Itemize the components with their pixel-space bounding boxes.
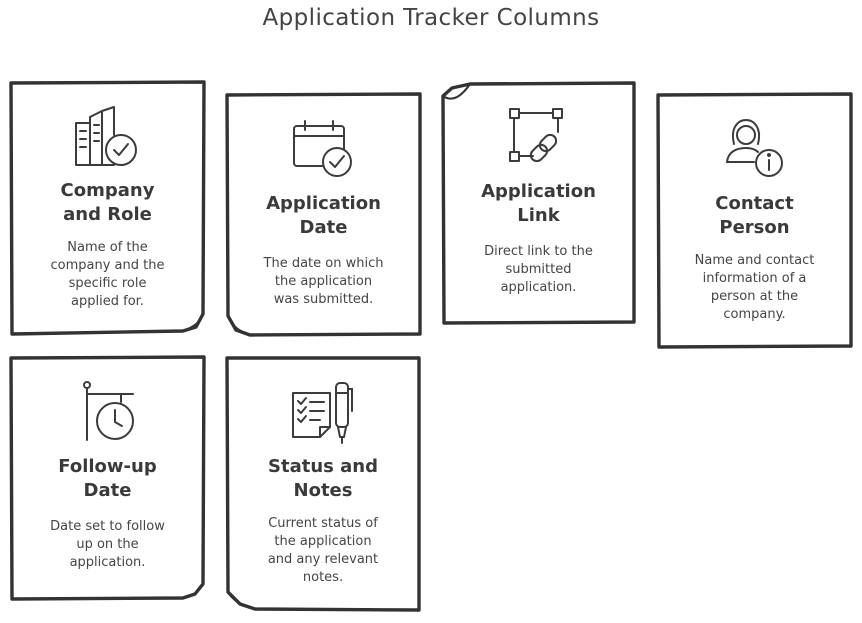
card-title-line: Follow-up [58, 456, 157, 477]
card-desc-line: company and the [50, 258, 165, 273]
card-application-date: Application Date The date on which the a… [227, 94, 420, 335]
clock-sign-icon [83, 381, 134, 441]
card-desc-line: Name and contact [694, 253, 815, 268]
card-title-line: Contact [715, 193, 794, 214]
card-title-line: Person [719, 217, 790, 238]
card-company-role: Company and Role Name of the company and… [11, 82, 204, 334]
card-title-line: Application [481, 181, 596, 202]
card-frame-company-role [9, 80, 206, 336]
diagram-title: Application Tracker Columns [262, 5, 600, 31]
card-frame-application-link [441, 81, 636, 325]
card-frame-contact-person [656, 92, 853, 349]
card-desc-line: The date on which [263, 256, 384, 271]
card-title-line: Company [60, 180, 155, 201]
card-desc-line: submitted [505, 262, 572, 277]
card-title-line: Notes [293, 480, 353, 501]
buildings-check-icon [75, 106, 137, 166]
card-desc-line: Direct link to the [484, 244, 593, 259]
card-status-notes: Status and Notes Current status of the a… [227, 358, 419, 610]
checklist-pen-icon [292, 382, 353, 444]
card-desc-line: company. [723, 307, 786, 322]
card-application-link: Application Link Direct link to the subm… [443, 83, 634, 323]
card-desc-line: notes. [302, 570, 344, 585]
person-info-icon [726, 119, 783, 177]
calendar-check-icon [293, 120, 352, 177]
card-desc-line: the application [274, 274, 373, 289]
link-icon [509, 108, 563, 163]
card-title-line: Status and [268, 456, 378, 477]
card-desc-line: applied for. [71, 294, 144, 309]
card-desc-line: application. [69, 555, 146, 570]
card-title-line: and Role [63, 204, 152, 225]
card-desc-line: Current status of [268, 516, 378, 531]
card-desc-line: person at the [710, 289, 799, 304]
card-desc-line: and any relevant [267, 552, 379, 567]
card-contact-person: Contact Person Name and contact informat… [658, 94, 851, 347]
card-desc-line: information of a [702, 271, 807, 286]
card-desc-line: specific role [68, 276, 147, 291]
card-title-line: Date [83, 480, 132, 501]
card-desc-line: Name of the [67, 240, 148, 255]
card-title-line: Application [266, 193, 381, 214]
card-desc-line: was submitted. [273, 292, 374, 307]
card-desc-line: application. [500, 280, 577, 295]
card-desc-line: up on the [76, 537, 139, 552]
card-title-line: Date [299, 217, 348, 238]
card-title-line: Link [517, 205, 560, 226]
card-follow-up-date: Follow-up Date Date set to follow up on … [11, 357, 204, 599]
card-desc-line: the application [274, 534, 372, 549]
card-desc-line: Date set to follow [50, 519, 165, 534]
